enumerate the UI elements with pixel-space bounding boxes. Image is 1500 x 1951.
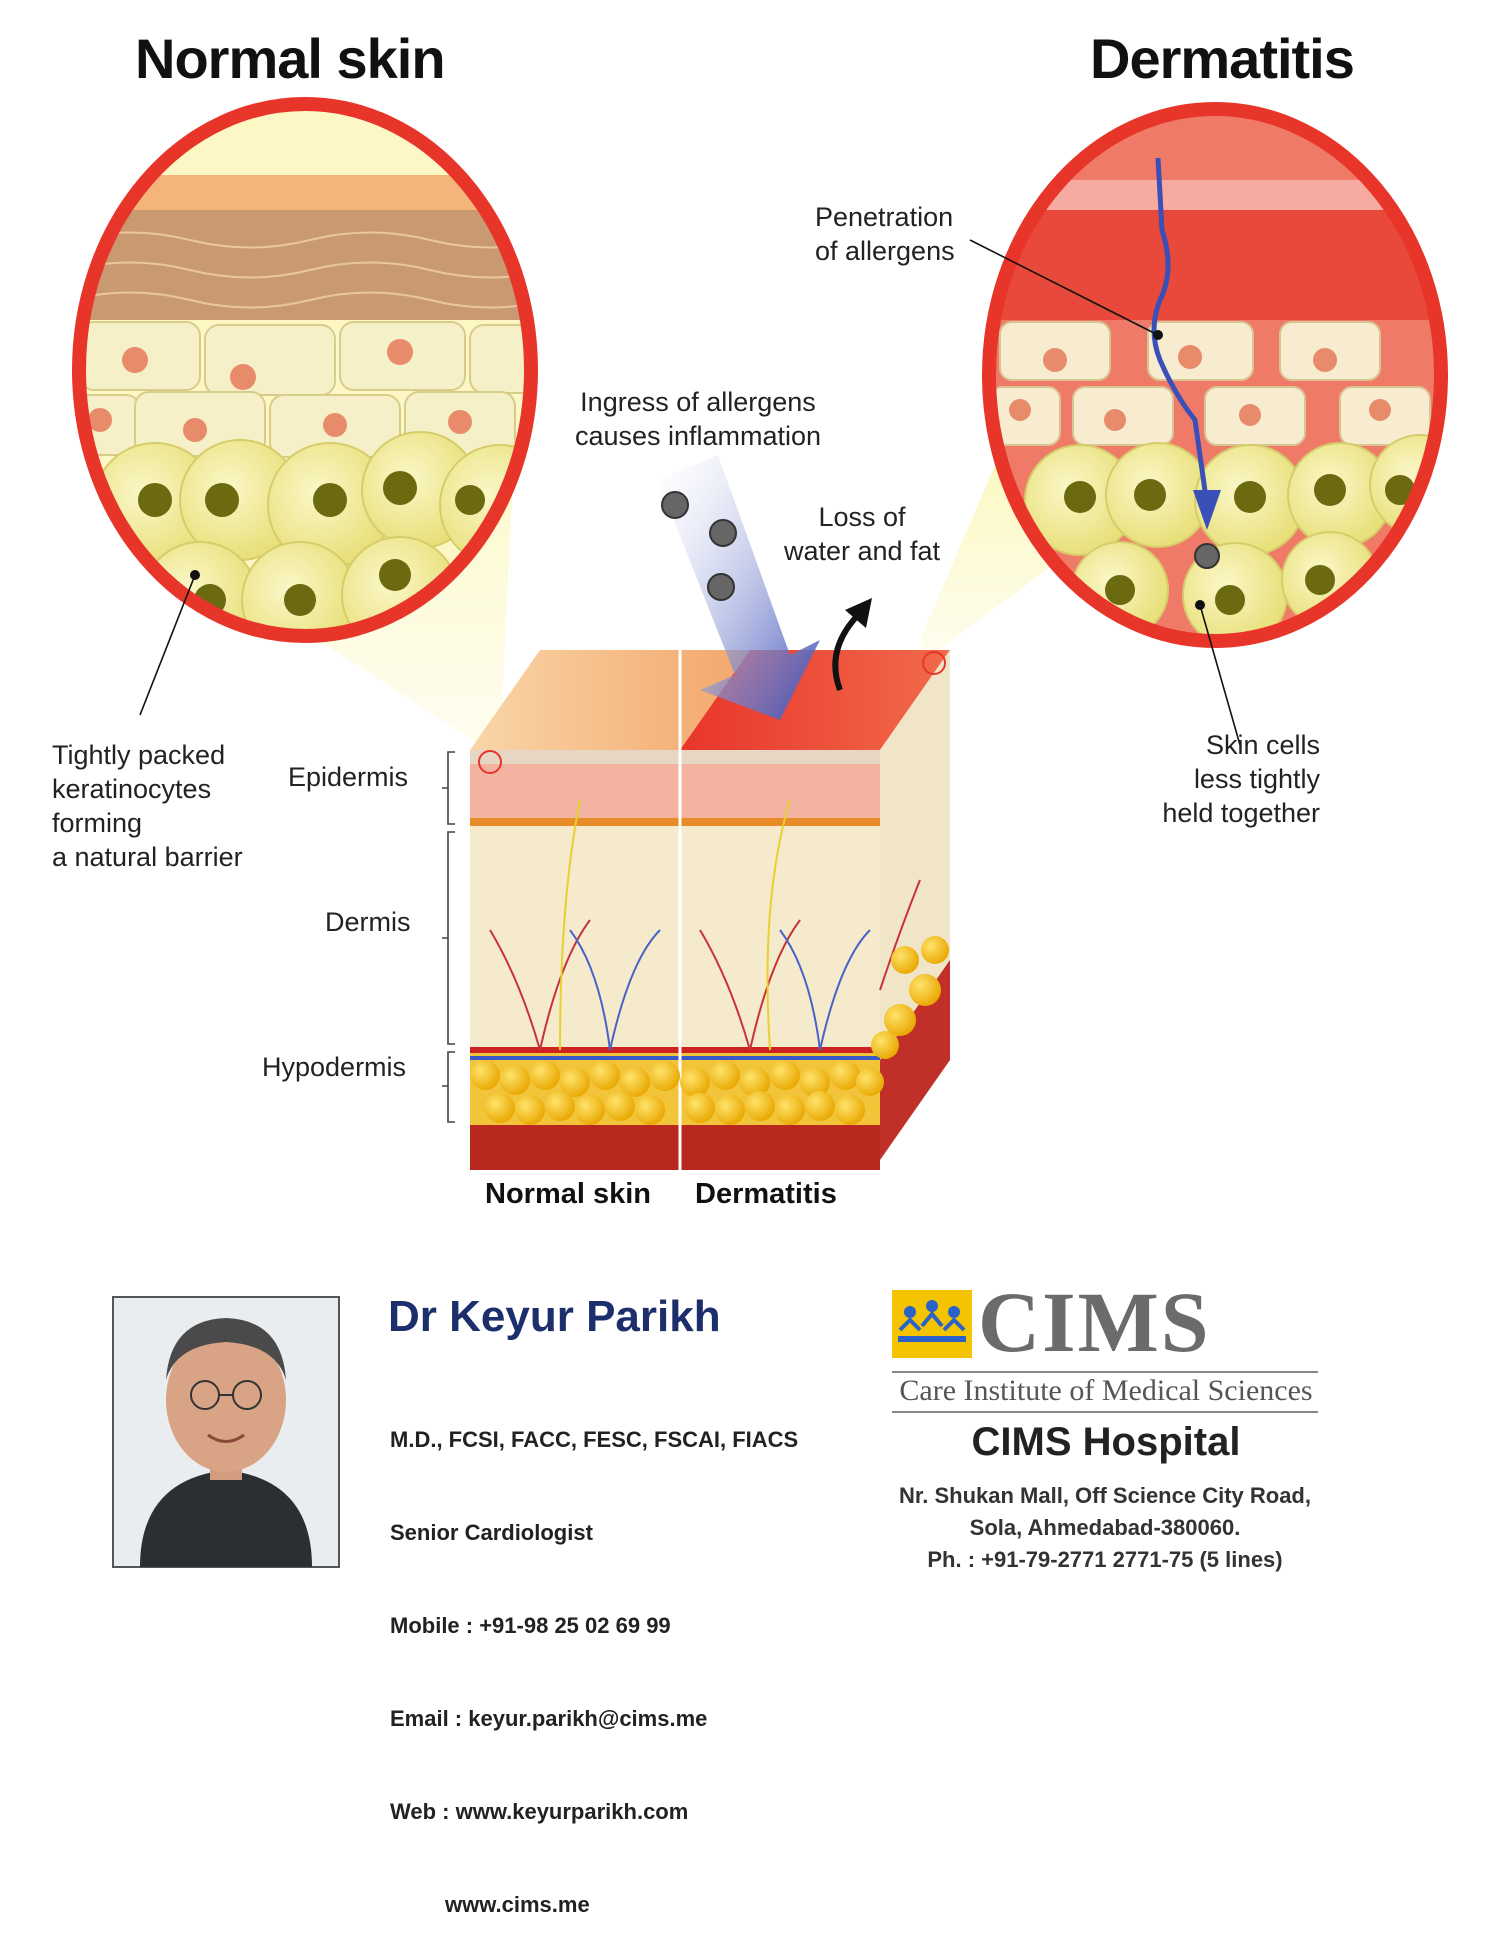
doctor-mobile[interactable]: Mobile : +91-98 25 02 69 99	[390, 1613, 671, 1638]
doctor-photo	[112, 1296, 340, 1568]
cims-logo-icon	[892, 1290, 1318, 1413]
loss-arrow	[832, 612, 861, 692]
zoom-marker-dermatitis	[922, 651, 946, 675]
title-normal-skin: Normal skin	[135, 27, 446, 90]
skin-block	[470, 650, 950, 1170]
dermatitis-zoom-border	[982, 102, 1448, 648]
label-dermis: Dermis	[325, 907, 411, 937]
normal-skin-zoom-border	[72, 97, 538, 643]
bottom-label-dermatitis: Dermatitis	[695, 1178, 837, 1210]
bottom-label-normal-skin: Normal skin	[485, 1178, 651, 1210]
hospital-phone[interactable]: Ph. : +91-79-2771 2771-75 (5 lines)	[927, 1547, 1283, 1572]
block-dermis	[470, 826, 880, 1050]
doctor-web[interactable]: Web : www.keyurparikh.com	[390, 1799, 689, 1824]
skin-diagram	[72, 97, 1448, 1568]
pointer-dot-penetration	[1153, 330, 1163, 340]
zoom-marker-normal	[478, 750, 502, 774]
pointer-line-tightly	[139, 574, 196, 716]
doctor-email[interactable]: Email : keyur.parikh@cims.me	[390, 1706, 708, 1731]
pointer-dot-less-tightly	[1195, 600, 1205, 610]
label-tightly-packed: Tightly packed keratinocytes forming a n…	[52, 740, 243, 872]
label-less-tightly: Skin cells less tightly held together	[1162, 730, 1320, 828]
doctor-qualifications: M.D., FCSI, FACC, FESC, FSCAI, FIACS	[390, 1427, 799, 1452]
allergen-particle	[707, 573, 735, 601]
bracket-hypodermis	[442, 1051, 455, 1123]
cims-logo-text: CIMS	[978, 1274, 1211, 1370]
bracket-dermis	[442, 831, 455, 1045]
dermatitis-zoom	[989, 109, 1441, 641]
allergen-particle	[709, 519, 737, 547]
allergen-path-arrowhead	[1193, 490, 1221, 530]
label-ingress: Ingress of allergens causes inflammation	[574, 387, 822, 451]
title-dermatitis: Dermatitis	[1090, 27, 1355, 90]
loss-arrowhead	[845, 598, 872, 628]
pointer-line-penetration	[969, 239, 1159, 336]
bracket-epidermis	[442, 751, 455, 825]
block-muscle	[470, 1125, 880, 1170]
allergen-path-arrow	[1151, 157, 1210, 506]
label-loss: Loss of water and fat	[783, 502, 941, 566]
doctor-name: Dr Keyur Parikh	[388, 1292, 721, 1341]
doctor-title: Senior Cardiologist	[390, 1520, 593, 1545]
allergen-particle	[1194, 543, 1220, 569]
hospital-address: Nr. Shukan Mall, Off Science City Road, …	[870, 1480, 1340, 1576]
label-epidermis: Epidermis	[288, 762, 409, 792]
doctor-web-2[interactable]: www.cims.me	[390, 1892, 590, 1917]
pointer-dot-tightly	[190, 570, 200, 580]
cims-logo-subtitle: Care Institute of Medical Sciences	[899, 1374, 1313, 1407]
label-hypodermis: Hypodermis	[262, 1052, 407, 1082]
allergen-particle	[661, 491, 689, 519]
doctor-details: M.D., FCSI, FACC, FESC, FSCAI, FIACS Sen…	[390, 1362, 798, 1951]
hospital-name: CIMS Hospital	[971, 1420, 1241, 1464]
label-penetration: Penetration of allergens	[815, 202, 955, 266]
ingress-arrow	[658, 455, 820, 720]
pointer-line-less-tightly	[1199, 604, 1241, 746]
